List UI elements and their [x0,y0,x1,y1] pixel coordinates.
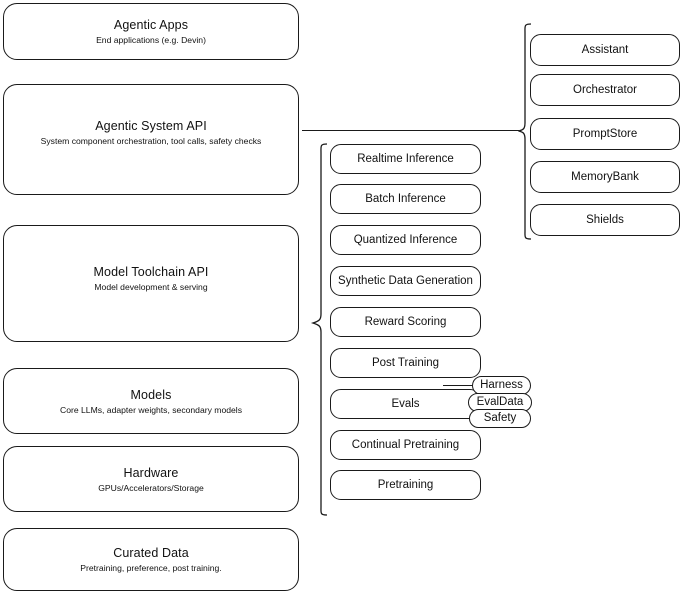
component-box-promptstore[interactable]: PromptStore [530,118,680,150]
eval-subcomponent-safety[interactable]: Safety [469,409,531,428]
layer-subtitle: Model development & serving [94,282,208,292]
layer-text-group: Models Core LLMs, adapter weights, secon… [4,387,298,416]
layer-title: Curated Data [113,546,189,560]
component-label: Pretraining [377,479,434,491]
component-box-synthetic-data-generation[interactable]: Synthetic Data Generation [330,266,481,296]
component-label: Synthetic Data Generation [338,275,473,287]
layer-text-group: Model Toolchain API Model development & … [4,264,298,293]
connector-agentic-system-to-components [302,130,519,131]
layer-box-models[interactable]: Models Core LLMs, adapter weights, secon… [3,368,299,434]
eval-subcomponent-label: Safety [483,412,517,424]
component-label: Continual Pretraining [351,439,460,451]
component-box-memorybank[interactable]: MemoryBank [530,161,680,193]
layer-box-model-toolchain-api[interactable]: Model Toolchain API Model development & … [3,225,299,342]
component-label: Batch Inference [365,193,446,205]
component-box-continual-pretraining[interactable]: Continual Pretraining [330,430,481,460]
component-box-post-training[interactable]: Post Training [330,348,481,378]
layer-title: Agentic Apps [113,18,189,32]
component-box-assistant[interactable]: Assistant [530,34,680,66]
component-box-shields[interactable]: Shields [530,204,680,236]
layer-subtitle: Pretraining, preference, post training. [80,563,222,573]
layer-subtitle: GPUs/Accelerators/Storage [98,482,204,493]
component-box-pretraining[interactable]: Pretraining [330,470,481,500]
layer-text-group: Curated Data Pretraining, preference, po… [4,545,298,574]
brace-agentic-components [518,23,532,240]
component-box-reward-scoring[interactable]: Reward Scoring [330,307,481,337]
component-label: Quantized Inference [353,234,458,246]
layer-subtitle: End applications (e.g. Devin) [96,35,206,45]
layer-title: Models [130,387,172,402]
component-box-evals[interactable]: Evals [330,389,481,419]
layer-subtitle: System component orchestration, tool cal… [40,136,262,146]
component-box-orchestrator[interactable]: Orchestrator [530,74,680,106]
component-label: Assistant [581,44,629,56]
layer-box-hardware[interactable]: Hardware GPUs/Accelerators/Storage [3,446,299,512]
layer-text-group: Agentic Apps End applications (e.g. Devi… [4,17,298,46]
component-box-realtime-inference[interactable]: Realtime Inference [330,144,481,174]
layer-text-group: Hardware GPUs/Accelerators/Storage [4,465,298,494]
component-label: MemoryBank [571,171,639,183]
connector-evals-to-harness [443,385,483,386]
component-label: PromptStore [572,128,638,140]
brace-toolchain-components [310,143,328,516]
component-label: Reward Scoring [364,316,447,328]
layer-box-curated-data[interactable]: Curated Data Pretraining, preference, po… [3,528,299,591]
component-label: Evals [391,398,420,410]
layer-subtitle: Core LLMs, adapter weights, secondary mo… [60,404,242,415]
component-label: Realtime Inference [357,153,454,165]
layer-text-group: Agentic System API System component orch… [4,118,298,147]
layer-title: Model Toolchain API [93,265,209,279]
layer-box-agentic-system-api[interactable]: Agentic System API System component orch… [3,84,299,195]
layer-box-agentic-apps[interactable]: Agentic Apps End applications (e.g. Devi… [3,3,299,60]
eval-subcomponent-label: EvalData [476,396,524,408]
eval-subcomponent-label: Harness [480,379,523,391]
layer-title: Agentic System API [95,119,207,133]
layer-title: Hardware [123,465,179,480]
connector-evals-to-safety [443,418,483,419]
component-label: Orchestrator [573,84,637,96]
component-label: Post Training [371,357,440,369]
component-box-quantized-inference[interactable]: Quantized Inference [330,225,481,255]
component-label: Shields [586,214,624,226]
component-box-batch-inference[interactable]: Batch Inference [330,184,481,214]
